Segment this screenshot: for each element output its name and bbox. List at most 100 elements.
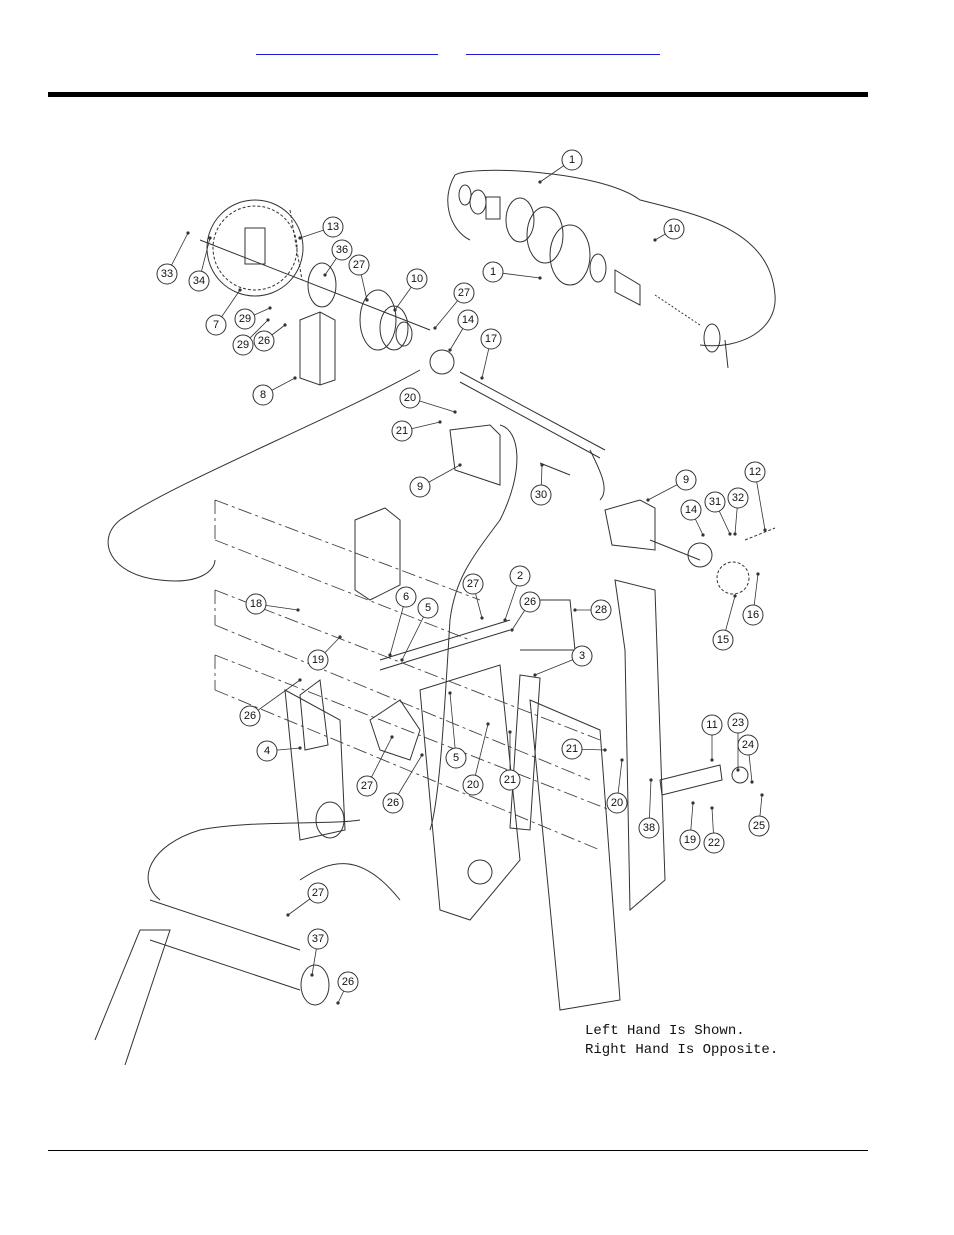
callout-leader-dot	[208, 236, 212, 240]
callout-label: 10	[411, 273, 423, 285]
callout-leader-dot	[538, 180, 542, 184]
callout-circle	[395, 586, 417, 608]
callout-circle	[239, 705, 261, 727]
callout-circle	[742, 604, 764, 626]
callout-27: 27	[462, 573, 484, 595]
callout-leader-dot	[365, 298, 369, 302]
callout-circle	[245, 593, 267, 615]
callout-circle	[234, 308, 256, 330]
callout-circle	[399, 387, 421, 409]
callout-leader-dot	[701, 533, 705, 537]
callout-leader-dot	[620, 758, 624, 762]
callout-label: 8	[260, 389, 266, 401]
callout-label: 27	[467, 578, 479, 590]
bracket-8	[299, 311, 336, 386]
lever-4	[299, 679, 329, 751]
callout-circle	[704, 491, 726, 513]
group-outline-bottom	[147, 819, 401, 901]
callout-leader-dot	[510, 628, 514, 632]
note-line-2: Right Hand Is Opposite.	[585, 1042, 779, 1058]
callout-circle	[409, 476, 431, 498]
callout-circle	[480, 328, 502, 350]
callout-circle	[561, 738, 583, 760]
callout-leader-dot	[268, 306, 272, 310]
callout-38: 38	[638, 817, 660, 839]
callout-28: 28	[590, 599, 612, 621]
callout-8: 8	[252, 384, 274, 406]
callout-26: 26	[382, 792, 404, 814]
callout-label: 21	[566, 743, 578, 755]
callout-leader-dot	[756, 572, 760, 576]
callout-leader-dot	[486, 722, 490, 726]
callout-label: 14	[462, 314, 474, 326]
callout-label: 26	[524, 596, 536, 608]
callout-circle	[307, 928, 329, 950]
callout-19: 19	[679, 829, 701, 851]
callout-leader-dot	[733, 532, 737, 536]
callout-leader-dot	[508, 730, 512, 734]
callout-leader-dot	[646, 498, 650, 502]
chain-13	[289, 209, 303, 281]
callout-circle	[712, 629, 734, 651]
callout-27: 27	[453, 282, 475, 304]
callout-leader-dot	[653, 238, 657, 242]
callout-circle	[737, 734, 759, 756]
callout-leader-dot	[388, 653, 392, 657]
hub-36	[307, 262, 337, 308]
callout-label: 38	[643, 822, 655, 834]
callout-circle	[727, 712, 749, 734]
callout-label: 26	[342, 976, 354, 988]
callout-leader-dot	[760, 793, 764, 797]
callout-leader-dot	[540, 463, 544, 467]
callout-circle	[156, 263, 178, 285]
callout-circle	[499, 769, 521, 791]
callout-leader-dot	[400, 658, 404, 662]
callout-circle	[406, 268, 428, 290]
group-outline-top	[447, 169, 776, 347]
nav-link-2[interactable]	[466, 48, 660, 55]
chain-12	[744, 527, 776, 541]
callout-label: 1	[569, 154, 575, 166]
callout-leader-dot	[298, 678, 302, 682]
callout-circle	[453, 282, 475, 304]
callout-circle	[462, 774, 484, 796]
side-plate	[419, 664, 521, 921]
callout-circle	[307, 882, 329, 904]
callout-leader-dot	[296, 608, 300, 612]
callout-leader-dot	[448, 691, 452, 695]
callout-leader-dot	[691, 801, 695, 805]
sprocket-15	[716, 561, 750, 595]
callout-29: 29	[232, 334, 254, 356]
clutch-assembly	[458, 184, 729, 369]
callout-circle	[307, 649, 329, 671]
callout-circle	[606, 792, 628, 814]
callout-label: 23	[732, 717, 744, 729]
callout-1: 1	[482, 261, 504, 283]
callout-25: 25	[748, 815, 770, 837]
collar-14	[429, 349, 455, 375]
callout-5: 5	[445, 747, 467, 769]
callout-14: 14	[680, 499, 702, 521]
nav-link-1[interactable]	[256, 48, 438, 55]
callout-label: 33	[161, 268, 173, 280]
callout-leader-dot	[448, 348, 452, 352]
callout-circle	[727, 487, 749, 509]
callout-circle	[337, 971, 359, 993]
callout-10: 10	[663, 218, 685, 240]
callout-label: 26	[258, 335, 270, 347]
lower-bracket	[284, 689, 346, 841]
frame-tube-3	[214, 654, 611, 851]
callout-label: 5	[425, 602, 431, 614]
callout-circle	[205, 314, 227, 336]
callout-label: 5	[453, 752, 459, 764]
callout-leader-dot	[458, 463, 462, 467]
frame-tube-2	[214, 589, 601, 781]
callout-leader-dot	[238, 288, 242, 292]
callout-label: 25	[753, 820, 765, 832]
callout-label: 34	[193, 275, 205, 287]
callout-leader-dot	[338, 635, 342, 639]
callout-leader-dot	[298, 746, 302, 750]
callout-27: 27	[356, 775, 378, 797]
callout-37: 37	[307, 928, 329, 950]
